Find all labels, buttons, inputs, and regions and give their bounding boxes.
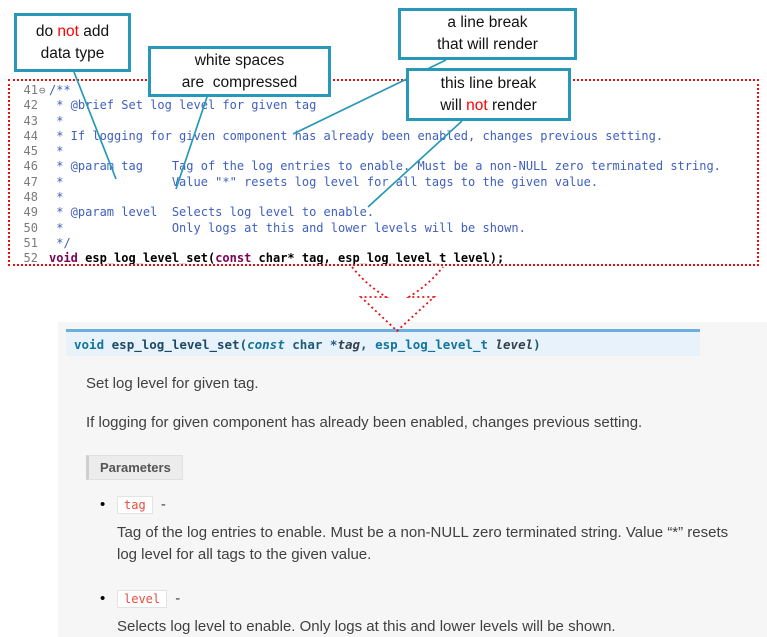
- fold-spacer: [38, 236, 49, 251]
- emphasis-not: not: [466, 96, 488, 114]
- code-text: * Value "*" resets log level for all tag…: [49, 174, 599, 189]
- code-lines: 41⊖/**42 * @brief Set log level for give…: [14, 83, 757, 266]
- fold-spacer: [38, 190, 49, 205]
- code-text: *: [49, 190, 64, 205]
- code-line: 51 */: [14, 236, 757, 251]
- param-description: Selects log level to enable. Only logs a…: [117, 617, 616, 635]
- parameters-label: Parameters: [86, 454, 183, 480]
- callout-line: are compressed: [181, 73, 298, 91]
- code-line: 42 * @brief Set log level for given tag: [14, 98, 757, 113]
- code-text: */: [49, 235, 71, 250]
- line-number: 45: [23, 144, 38, 159]
- line-number: 52: [23, 251, 38, 266]
- parameter-item: • level - Selects log level to enable. Onl…: [100, 589, 767, 637]
- emphasis-not: not: [57, 22, 79, 40]
- doc-detail-paragraph: If logging for given component has alrea…: [86, 413, 643, 431]
- callout-line: will not render: [440, 96, 537, 114]
- fold-spacer: [38, 98, 49, 113]
- line-number: 46: [23, 159, 38, 174]
- callout-line: data type: [40, 44, 105, 62]
- signature-token: esp_log_level_set: [111, 337, 240, 352]
- parameter-head: • level -: [100, 589, 767, 608]
- callout-whitespace-compressed: white spaces are compressed: [148, 46, 331, 97]
- code-line: 45 *: [14, 144, 757, 159]
- parameter-item: • tag - Tag of the log entries to enable. …: [100, 495, 767, 567]
- bullet-icon: •: [100, 590, 106, 607]
- fold-spacer: [38, 159, 49, 174]
- signature-token: level: [487, 337, 534, 352]
- signature-token: ): [533, 337, 541, 352]
- signature-token: const: [247, 337, 285, 352]
- code-text: * @param tag Tag of the log entries to e…: [49, 159, 721, 174]
- line-number: 42: [23, 98, 38, 113]
- code-line: 49 * @param level Selects log level to e…: [14, 205, 757, 220]
- param-description: Tag of the log entries to enable. Must b…: [117, 523, 729, 564]
- code-text: /**: [49, 83, 71, 97]
- callout-line-break-renders: a line break that will render: [398, 8, 577, 60]
- parameter-head: • tag -: [100, 495, 767, 514]
- code-line: 47 * Value "*" resets log level for all …: [14, 175, 757, 190]
- line-number: 50: [23, 220, 38, 235]
- code-text: void esp_log_level_set(const char* tag, …: [49, 251, 505, 266]
- code-line: 50 * Only logs at this and lower levels …: [14, 221, 757, 236]
- line-number: 41: [23, 83, 38, 97]
- code-line: 43 *: [14, 114, 757, 129]
- callout-no-data-type: do not add data type: [14, 13, 131, 72]
- doc-brief-paragraph: Set log level for given tag.: [86, 375, 259, 392]
- callout-line-break-not-render: this line break will not render: [406, 68, 571, 121]
- code-text: * @param level Selects log level to enab…: [49, 205, 375, 220]
- fold-spacer: [38, 129, 49, 144]
- fold-spacer: [38, 221, 49, 236]
- fold-collapse-icon[interactable]: ⊖: [39, 84, 46, 97]
- code-text: *: [49, 113, 64, 128]
- param-name: level: [117, 589, 168, 608]
- fold-spacer: [38, 144, 49, 159]
- code-line: 52 void esp_log_level_set(const char* tag…: [14, 251, 757, 266]
- code-text: * If logging for given component has alr…: [49, 128, 664, 143]
- signature-token: tag: [337, 337, 361, 352]
- parameter-list: • tag - Tag of the log entries to enable. …: [100, 495, 767, 637]
- line-number: 48: [23, 190, 38, 205]
- line-number: 49: [23, 205, 38, 220]
- callout-line: do not add: [35, 22, 110, 40]
- code-line: 41⊖/**: [14, 83, 757, 98]
- code-text: *: [49, 144, 64, 159]
- rendered-doc-panel: void esp_log_level_set(const char *tag, …: [58, 322, 767, 637]
- signature-token: esp_log_level_t: [375, 337, 488, 352]
- code-text: * @brief Set log level for given tag: [49, 98, 317, 113]
- line-number: 44: [23, 128, 38, 143]
- bullet-icon: •: [100, 496, 106, 513]
- fold-spacer: [38, 175, 49, 190]
- callout-line: white spaces: [194, 51, 285, 69]
- fold-spacer: [38, 205, 49, 220]
- code-line: 46 * @param tag Tag of the log entries t…: [14, 159, 757, 174]
- signature-token: (: [239, 337, 248, 352]
- line-number: 43: [23, 113, 38, 128]
- callout-line: this line break: [440, 74, 537, 92]
- line-number: 51: [23, 235, 38, 250]
- line-number: 47: [23, 174, 38, 189]
- signature-token: void: [74, 337, 112, 352]
- callout-line: a line break: [447, 14, 528, 32]
- code-line: 48 *: [14, 190, 757, 205]
- fold-spacer: [38, 114, 49, 129]
- param-dash: -: [171, 590, 181, 607]
- param-name: tag: [117, 495, 153, 514]
- code-text: * Only logs at this and lower levels wil…: [49, 220, 526, 235]
- code-editor[interactable]: 41⊖/**42 * @brief Set log level for give…: [8, 79, 759, 266]
- param-dash: -: [156, 496, 166, 513]
- function-signature: void esp_log_level_set(const char *tag, …: [66, 329, 700, 356]
- fold-spacer: [38, 251, 49, 264]
- callout-line: that will render: [437, 36, 538, 53]
- signature-token: char *: [284, 337, 338, 352]
- code-line: 44 * If logging for given component has …: [14, 129, 757, 144]
- signature-token: ,: [360, 337, 376, 352]
